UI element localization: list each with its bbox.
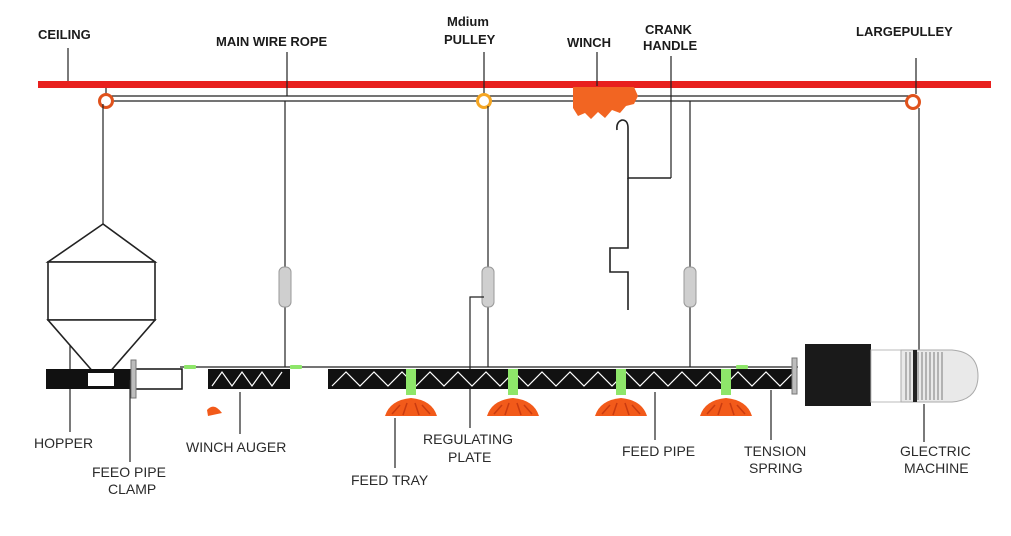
label-medium-pulley-line1: Mdium [447,14,489,29]
feed-tray-3 [595,369,647,416]
label-regulating-plate-line2: PLATE [448,449,491,465]
feed-pipe [46,366,798,390]
label-electric-machine-line2: MACHINE [904,460,969,476]
regulator-2 [481,266,495,308]
hopper [45,223,158,432]
label-winch: WINCH [567,35,611,50]
winch [573,52,638,119]
label-crank-line1: CRANK [645,22,693,37]
label-feed-pipe-clamp-line1: FEEO PIPE [92,464,166,480]
label-regulating-plate-line1: REGULATING [423,431,513,447]
label-medium-pulley-line2: PULLEY [444,32,496,47]
regulating-plate-leader [469,296,484,428]
label-hopper: HOPPER [34,435,93,451]
feed-tray-1 [385,369,437,468]
label-crank-line2: HANDLE [643,38,697,53]
feed-tray-4 [700,369,752,416]
regulator-1 [278,266,292,308]
regulator-3 [683,266,697,308]
ceiling-beam [38,81,991,88]
tension-spring [791,357,798,395]
left-pulley [98,88,114,109]
label-tension-spring-line1: TENSION [744,443,806,459]
main-wire-rope [104,95,913,102]
crank-handle [609,56,672,310]
label-large-pulley: LARGEPULLEY [856,24,953,39]
label-main-wire-rope: MAIN WIRE ROPE [216,34,328,49]
label-feed-pipe-clamp-line2: CLAMP [108,481,156,497]
feed-pipe-clamp [130,359,137,399]
label-electric-machine-line1: GLECTRIC [900,443,971,459]
label-ceiling: CEILING [38,27,91,42]
large-pulley [905,58,921,110]
electric-machine [805,344,979,442]
label-feed-pipe: FEED PIPE [622,443,695,459]
medium-pulley [476,52,492,109]
winch-auger-part [207,392,241,434]
wire-clips [184,365,748,369]
label-tension-spring-line2: SPRING [749,460,803,476]
label-winch-auger: WINCH AUGER [186,439,286,455]
label-feed-tray: FEED TRAY [351,472,429,488]
feed-tray-2 [487,369,539,416]
suspension-wires [102,101,920,367]
